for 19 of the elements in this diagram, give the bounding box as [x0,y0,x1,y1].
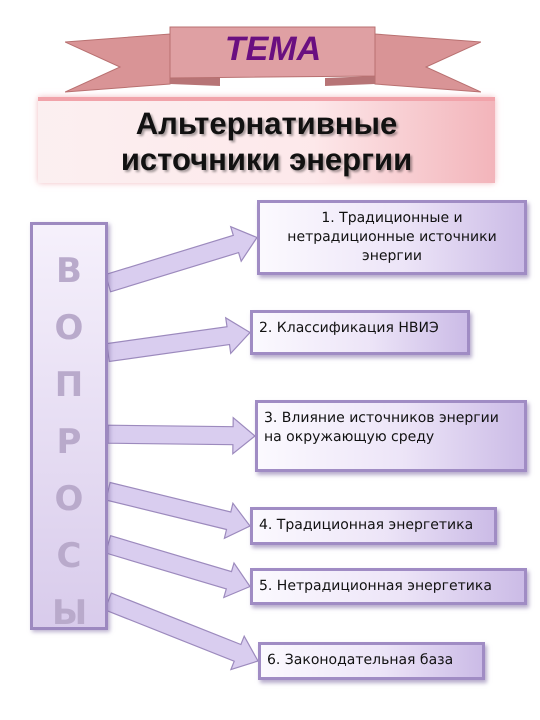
title-text: Альтернативные источники энергии [120,106,414,178]
topic-text: 6. Законодательная база [267,651,454,670]
block-arrow [106,316,251,362]
banner-text: ТЕМА [224,30,322,69]
block-arrow [107,416,256,455]
topic-box [250,568,527,605]
vertical-heading-panel [30,222,108,630]
block-arrow [105,482,251,540]
topic-text: 1. Традиционные и нетрадиционные источники энергии [286,209,498,266]
topic-box [258,642,485,680]
topic-text: 4. Традиционная энергетика [259,516,474,535]
title-banner [38,97,495,183]
topic-text: 2. Классификация НВИЭ [259,319,439,338]
topic-box [250,310,470,355]
topic-text: 5. Нетрадиционная энергетика [259,577,492,596]
topic-text: 3. Влияние источников энергии на окружающую среду [264,409,500,447]
topic-box [255,400,527,472]
topic-box [257,200,527,275]
topic-box [250,507,497,545]
